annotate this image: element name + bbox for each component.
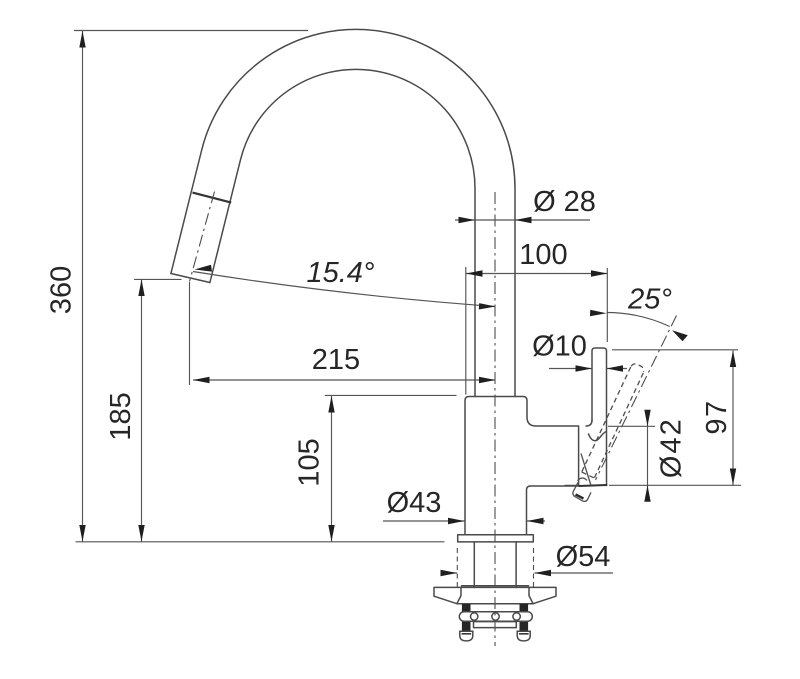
svg-text:Ø 28: Ø 28 [533,186,596,218]
svg-text:185: 185 [105,392,137,440]
svg-text:105: 105 [294,438,326,486]
svg-text:97: 97 [701,399,733,434]
svg-text:Ø54: Ø54 [556,541,611,573]
svg-text:Ø10: Ø10 [532,331,587,363]
svg-text:15.4°: 15.4° [306,257,374,289]
svg-text:Ø43: Ø43 [387,487,442,519]
svg-text:360: 360 [46,266,78,314]
svg-text:100: 100 [519,239,567,271]
svg-text:215: 215 [312,344,360,376]
svg-text:Ø42: Ø42 [656,417,688,478]
svg-text:25°: 25° [627,284,672,316]
